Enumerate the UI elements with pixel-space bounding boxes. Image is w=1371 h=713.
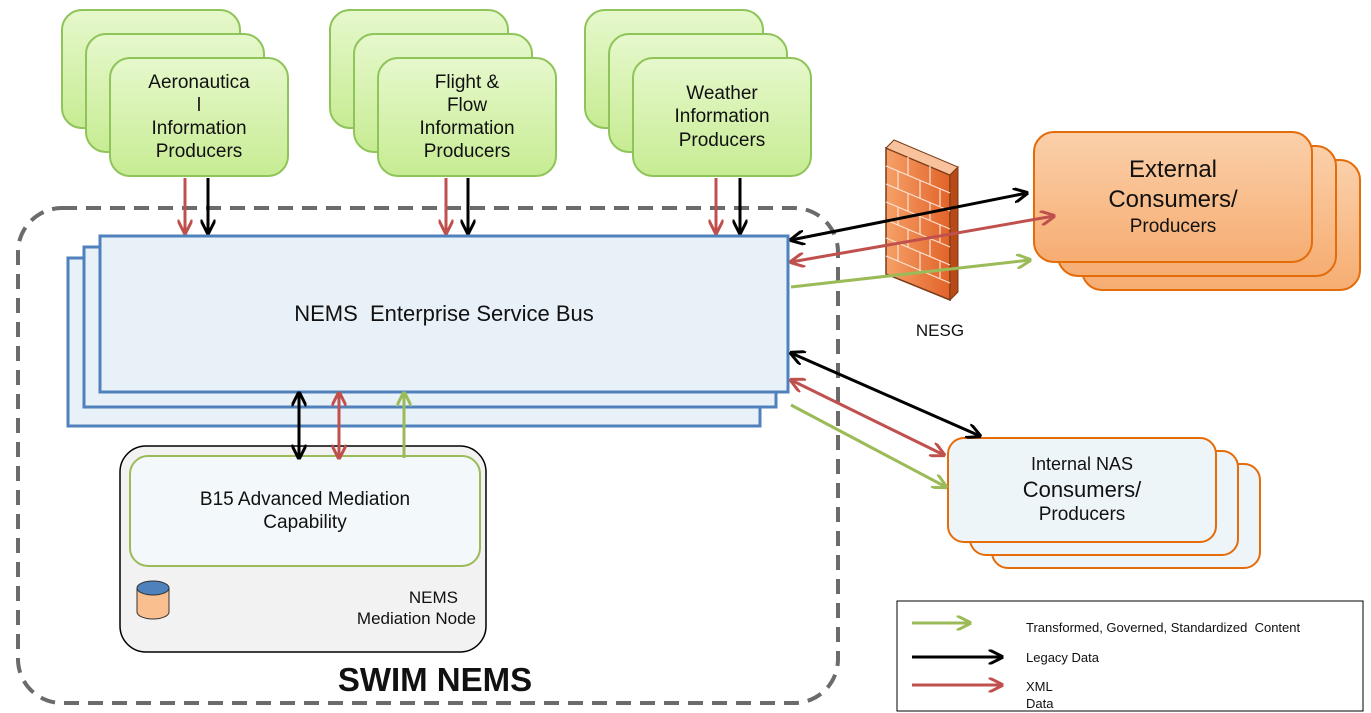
producer-line: Producers <box>423 141 511 163</box>
external-label: External Consumers/ Producers <box>1034 132 1312 262</box>
legend-xml-line2: Data <box>1026 695 1054 710</box>
legend-label-transformed: Transformed, Governed, Standardized Cont… <box>1026 620 1301 636</box>
internal-line2: Consumers/ <box>1022 476 1142 502</box>
node-line-1: NEMS <box>408 588 458 608</box>
producer-line: Flight & <box>434 71 500 93</box>
database-icon <box>136 580 170 620</box>
producer-stack-weather <box>584 9 812 177</box>
swim-nems-title: SWIM NEMS <box>337 660 533 698</box>
legend-xml-line1: XML <box>1026 679 1053 694</box>
mediation-node-label: NEMS Mediation Node <box>286 580 476 638</box>
transformed-arrow-internal <box>790 403 946 487</box>
producer-line: l <box>196 94 202 116</box>
esb-stack <box>66 234 790 428</box>
producer-label-weather: Weather Information Producers <box>633 58 811 176</box>
xml-arrow-external <box>791 216 1054 262</box>
external-title: External <box>1128 156 1218 184</box>
mediation-capability-label: B15 Advanced Mediation Capability <box>130 456 480 566</box>
xml-arrow-internal <box>791 380 944 455</box>
producer-stack-flight-flow <box>329 9 557 177</box>
producer-line: Information <box>151 118 247 139</box>
esb-label: NEMS Enterprise Service Bus <box>294 300 594 326</box>
internal-title: Internal NAS <box>1030 454 1134 475</box>
producer-line: Information <box>674 106 770 128</box>
internal-line3: Producers <box>1038 504 1126 526</box>
producer-stack-aeronautical <box>61 9 289 177</box>
internal-stack <box>947 437 1261 569</box>
legend-label-xml: XML Data <box>1026 679 1146 710</box>
producer-label-aeronautical: Aeronautica l Information Producers <box>110 58 288 176</box>
producer-line: Information <box>419 118 515 139</box>
producer-line: Weather <box>686 83 758 105</box>
internal-label: Internal NAS Consumers/ Producers <box>948 438 1216 542</box>
producer-line: Producers <box>678 129 766 151</box>
node-line-2: Mediation Node <box>356 609 476 628</box>
producer-line: Aeronautica <box>148 71 250 93</box>
capability-line: B15 Advanced Mediation <box>199 488 411 510</box>
producer-label-flight-flow: Flight & Flow Information Producers <box>378 58 556 176</box>
transformed-arrow-external <box>790 260 1030 289</box>
external-line3: Producers <box>1129 216 1217 238</box>
swim-nems-boundary <box>16 206 840 705</box>
producer-line: Flow <box>446 94 488 116</box>
external-stack <box>1033 131 1361 291</box>
legend-label-legacy: Legacy Data <box>1026 650 1099 666</box>
nesg-label: NESG <box>915 320 965 340</box>
producer-line: Producers <box>155 141 243 163</box>
external-line2: Consumers/ <box>1108 186 1238 214</box>
capability-line: Capability <box>263 512 347 533</box>
